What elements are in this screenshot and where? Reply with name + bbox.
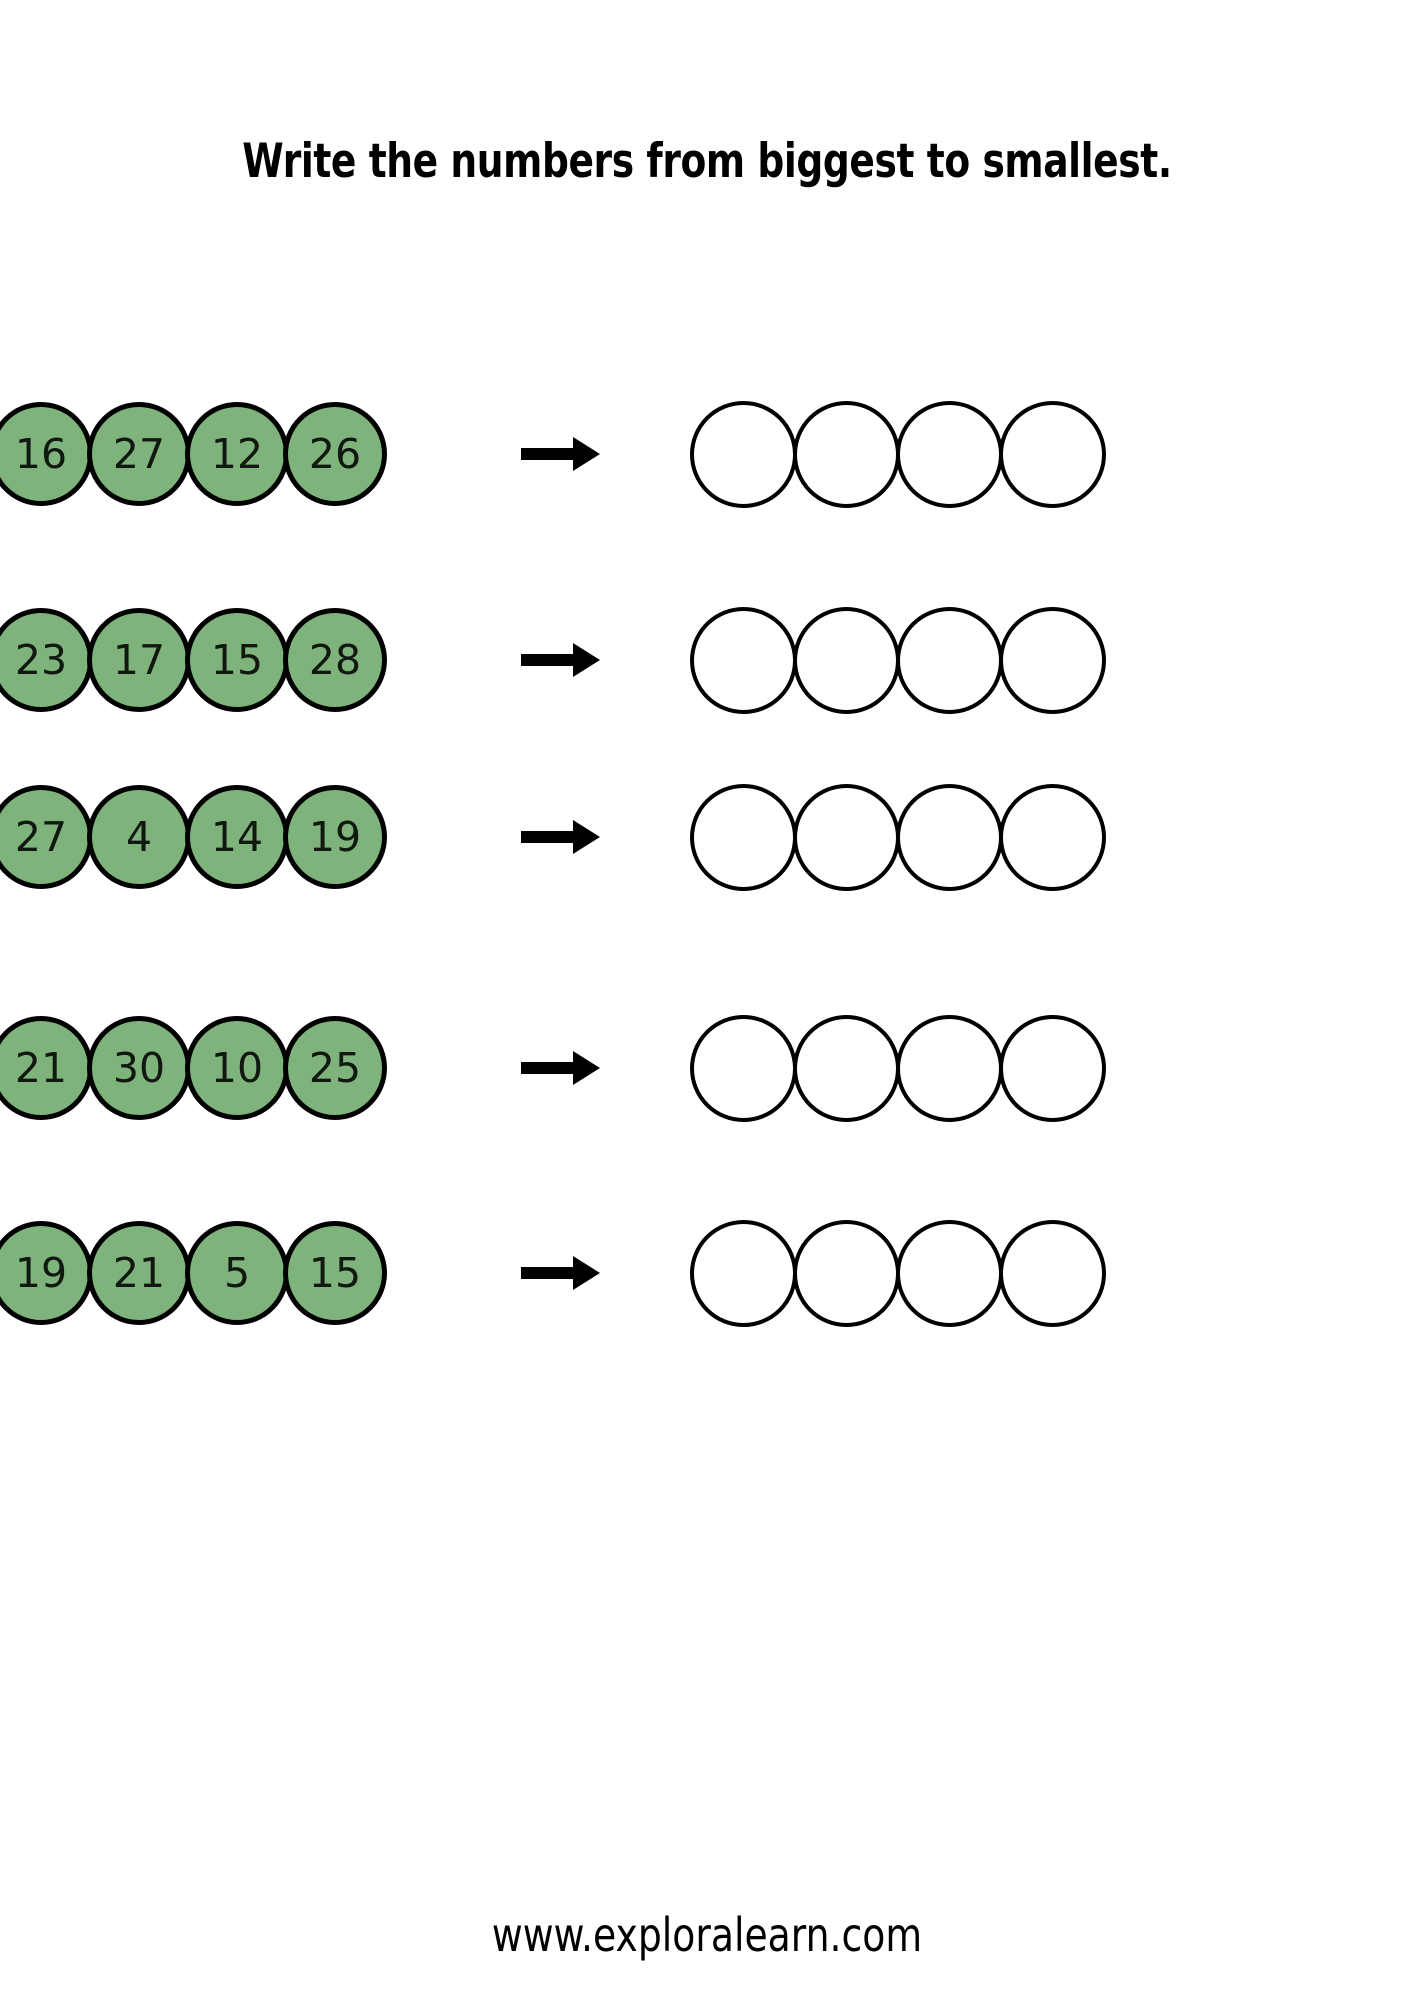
answer-circle[interactable] [690,1219,797,1327]
number-value: 12 [210,429,264,478]
answer-circle[interactable] [999,783,1106,891]
page-title: Write the numbers from biggest to smalle… [242,134,1172,189]
worksheet-row: 19 21 5 15 [0,1217,1414,1329]
number-value: 15 [210,635,264,684]
given-numbers-group: 16 27 12 26 [0,398,387,510]
number-value: 21 [14,1043,68,1092]
answer-circle[interactable] [793,1219,900,1327]
given-numbers-group: 19 21 5 15 [0,1217,387,1329]
answer-circles-group [690,1217,1106,1329]
number-circle[interactable]: 15 [185,608,289,712]
answer-circle[interactable] [793,400,900,508]
number-circle[interactable]: 16 [0,402,93,506]
answer-circle[interactable] [896,400,1003,508]
answer-circles-group [690,398,1106,510]
number-circle[interactable]: 23 [0,608,93,712]
number-circle[interactable]: 27 [87,402,191,506]
answer-circle[interactable] [999,606,1106,714]
number-circle[interactable]: 21 [87,1221,191,1325]
number-circle[interactable]: 15 [283,1221,387,1325]
answer-circle[interactable] [690,400,797,508]
number-value: 4 [125,812,153,861]
arrow-right-icon [521,1048,601,1088]
arrow-right-icon [521,817,601,857]
worksheet-row: 27 4 14 19 [0,781,1414,893]
given-numbers-group: 23 17 15 28 [0,604,387,716]
worksheet-row: 16 27 12 26 [0,398,1414,510]
answer-circle[interactable] [793,1014,900,1122]
number-circle[interactable]: 5 [185,1221,289,1325]
number-value: 23 [14,635,68,684]
number-value: 27 [14,812,68,861]
number-circle[interactable]: 28 [283,608,387,712]
arrow-right-icon [521,640,601,680]
arrow-right-icon [521,1253,601,1293]
number-circle[interactable]: 4 [87,785,191,889]
answer-circle[interactable] [999,1014,1106,1122]
answer-circle[interactable] [896,1014,1003,1122]
arrow-right-icon [521,434,601,474]
worksheet-row: 23 17 15 28 [0,604,1414,716]
worksheet-row: 21 30 10 25 [0,1012,1414,1124]
answer-circle[interactable] [896,783,1003,891]
number-circle[interactable]: 19 [283,785,387,889]
number-circle[interactable]: 10 [185,1016,289,1120]
number-circle[interactable]: 14 [185,785,289,889]
given-numbers-group: 27 4 14 19 [0,781,387,893]
number-value: 17 [112,635,166,684]
number-circle[interactable]: 27 [0,785,93,889]
answer-circle[interactable] [999,1219,1106,1327]
number-value: 15 [308,1248,362,1297]
answer-circle[interactable] [690,606,797,714]
number-value: 28 [308,635,362,684]
number-circle[interactable]: 26 [283,402,387,506]
number-value: 19 [308,812,362,861]
given-numbers-group: 21 30 10 25 [0,1012,387,1124]
number-value: 14 [210,812,264,861]
number-circle[interactable]: 12 [185,402,289,506]
answer-circles-group [690,1012,1106,1124]
number-circle[interactable]: 25 [283,1016,387,1120]
number-value: 25 [308,1043,362,1092]
number-value: 21 [112,1248,166,1297]
number-value: 10 [210,1043,264,1092]
answer-circle[interactable] [896,1219,1003,1327]
answer-circle[interactable] [896,606,1003,714]
number-circle[interactable]: 17 [87,608,191,712]
number-value: 30 [112,1043,166,1092]
answer-circle[interactable] [793,606,900,714]
number-value: 27 [112,429,166,478]
answer-circle[interactable] [690,1014,797,1122]
answer-circles-group [690,604,1106,716]
answer-circles-group [690,781,1106,893]
number-value: 16 [14,429,68,478]
number-value: 19 [14,1248,68,1297]
number-value: 26 [308,429,362,478]
footer-website: www.exploralearn.com [491,1908,923,1962]
answer-circle[interactable] [793,783,900,891]
number-value: 5 [223,1248,251,1297]
number-circle[interactable]: 21 [0,1016,93,1120]
answer-circle[interactable] [690,783,797,891]
answer-circle[interactable] [999,400,1106,508]
number-circle[interactable]: 30 [87,1016,191,1120]
number-circle[interactable]: 19 [0,1221,93,1325]
